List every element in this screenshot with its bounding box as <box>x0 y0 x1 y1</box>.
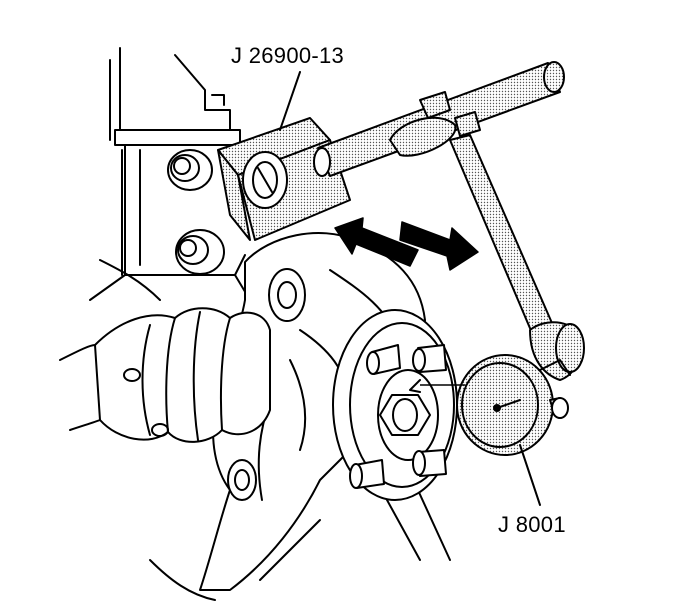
dial-indicator-j8001 <box>409 354 571 456</box>
tool-label-j8001: J 8001 <box>498 512 566 537</box>
tool-label-j26900-13: J 26900-13 <box>231 43 345 68</box>
arrow-right <box>399 221 479 271</box>
bracket-bolt-upper <box>167 149 213 191</box>
arrow-left <box>334 217 419 267</box>
indicator-arm-lower <box>449 134 585 381</box>
movement-arrows <box>334 217 479 271</box>
cv-boot <box>59 259 271 443</box>
wheel-studs <box>349 344 447 489</box>
leader-line-clamp <box>279 71 301 131</box>
bracket-bolt-lower <box>175 229 225 275</box>
indicator-arm-upper <box>313 61 565 177</box>
leader-line-dial <box>519 444 541 506</box>
